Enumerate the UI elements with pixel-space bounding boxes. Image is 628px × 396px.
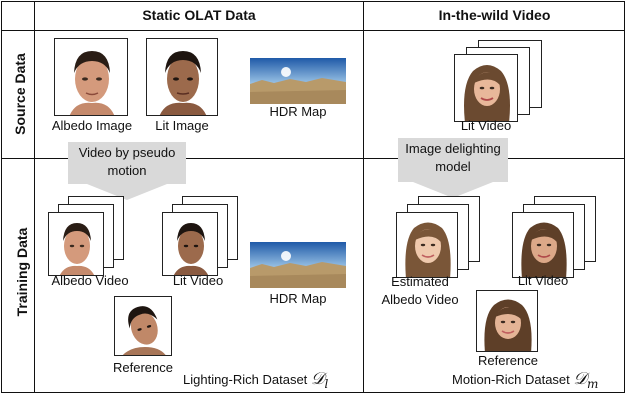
arrow-video-by-pseudo-motion: Video by pseudo motion (68, 142, 186, 184)
motion-rich-dataset-label: Motion-Rich Dataset 𝒟m (452, 369, 598, 391)
dataset-subscript: m (586, 376, 599, 391)
hdr-map-icon (250, 242, 346, 288)
face-icon (397, 213, 457, 277)
olat-lit-video-frame (162, 212, 218, 276)
row-divider (1, 158, 625, 159)
face-icon (55, 39, 127, 115)
wild-lit-video-frame (454, 54, 518, 122)
motion-rich-dataset-text: Motion-Rich Dataset (452, 372, 570, 387)
face-icon (163, 213, 217, 275)
face-icon (477, 291, 537, 351)
dataset-subscript: l (324, 376, 329, 391)
arrow-video-by-pseudo-motion-label: Video by pseudo motion (78, 145, 176, 178)
row-label-training: Training Data (14, 227, 30, 317)
wild-reference-image (476, 290, 538, 352)
albedo-image-caption: Albedo Image (51, 118, 133, 133)
arrow-image-delighting-model: Image delighting model (398, 138, 508, 182)
albedo-image (54, 38, 128, 116)
column-divider (363, 1, 364, 393)
dataset-symbol: 𝒟 (573, 369, 587, 389)
header-in-the-wild: In-the-wild Video (438, 7, 551, 23)
face-icon (455, 55, 517, 121)
arrow-image-delighting-model-label: Image delighting model (405, 141, 501, 174)
wild-training-lit-video-frame (512, 212, 574, 278)
olat-reference-caption: Reference (113, 360, 173, 375)
wild-reference-caption: Reference (478, 353, 538, 368)
lit-image-caption: Lit Image (155, 118, 209, 133)
row-label-source: Source Data (12, 53, 28, 135)
training-hdr-map-caption: HDR Map (269, 291, 327, 306)
hdr-map-image (250, 58, 346, 104)
hdr-map-icon (250, 58, 346, 104)
olat-reference-image (114, 296, 172, 356)
face-icon (115, 297, 171, 355)
header-divider (1, 30, 625, 31)
dataset-symbol: 𝒟 (310, 369, 325, 389)
arrow-head-down (413, 182, 493, 198)
albedo-video-caption: Albedo Video (51, 273, 129, 288)
label-column-divider (34, 1, 35, 393)
estimated-albedo-video-frame (396, 212, 458, 278)
lighting-rich-dataset-text: Lighting-Rich Dataset (183, 372, 308, 387)
face-icon (147, 39, 217, 115)
face-icon (49, 213, 103, 275)
wild-training-lit-video-caption: Lit Video (517, 273, 569, 288)
estimated-albedo-video-caption: Estimated Albedo Video (381, 274, 459, 307)
training-hdr-map-image (250, 242, 346, 288)
lit-image (146, 38, 218, 116)
olat-lit-video-caption: Lit Video (172, 273, 224, 288)
lighting-rich-dataset-label: Lighting-Rich Dataset 𝒟l (183, 369, 328, 391)
hdr-map-caption: HDR Map (269, 104, 327, 119)
wild-lit-video-caption: Lit Video (460, 118, 512, 133)
face-icon (513, 213, 573, 277)
albedo-video-frame (48, 212, 104, 276)
header-static-olat: Static OLAT Data (142, 7, 256, 23)
